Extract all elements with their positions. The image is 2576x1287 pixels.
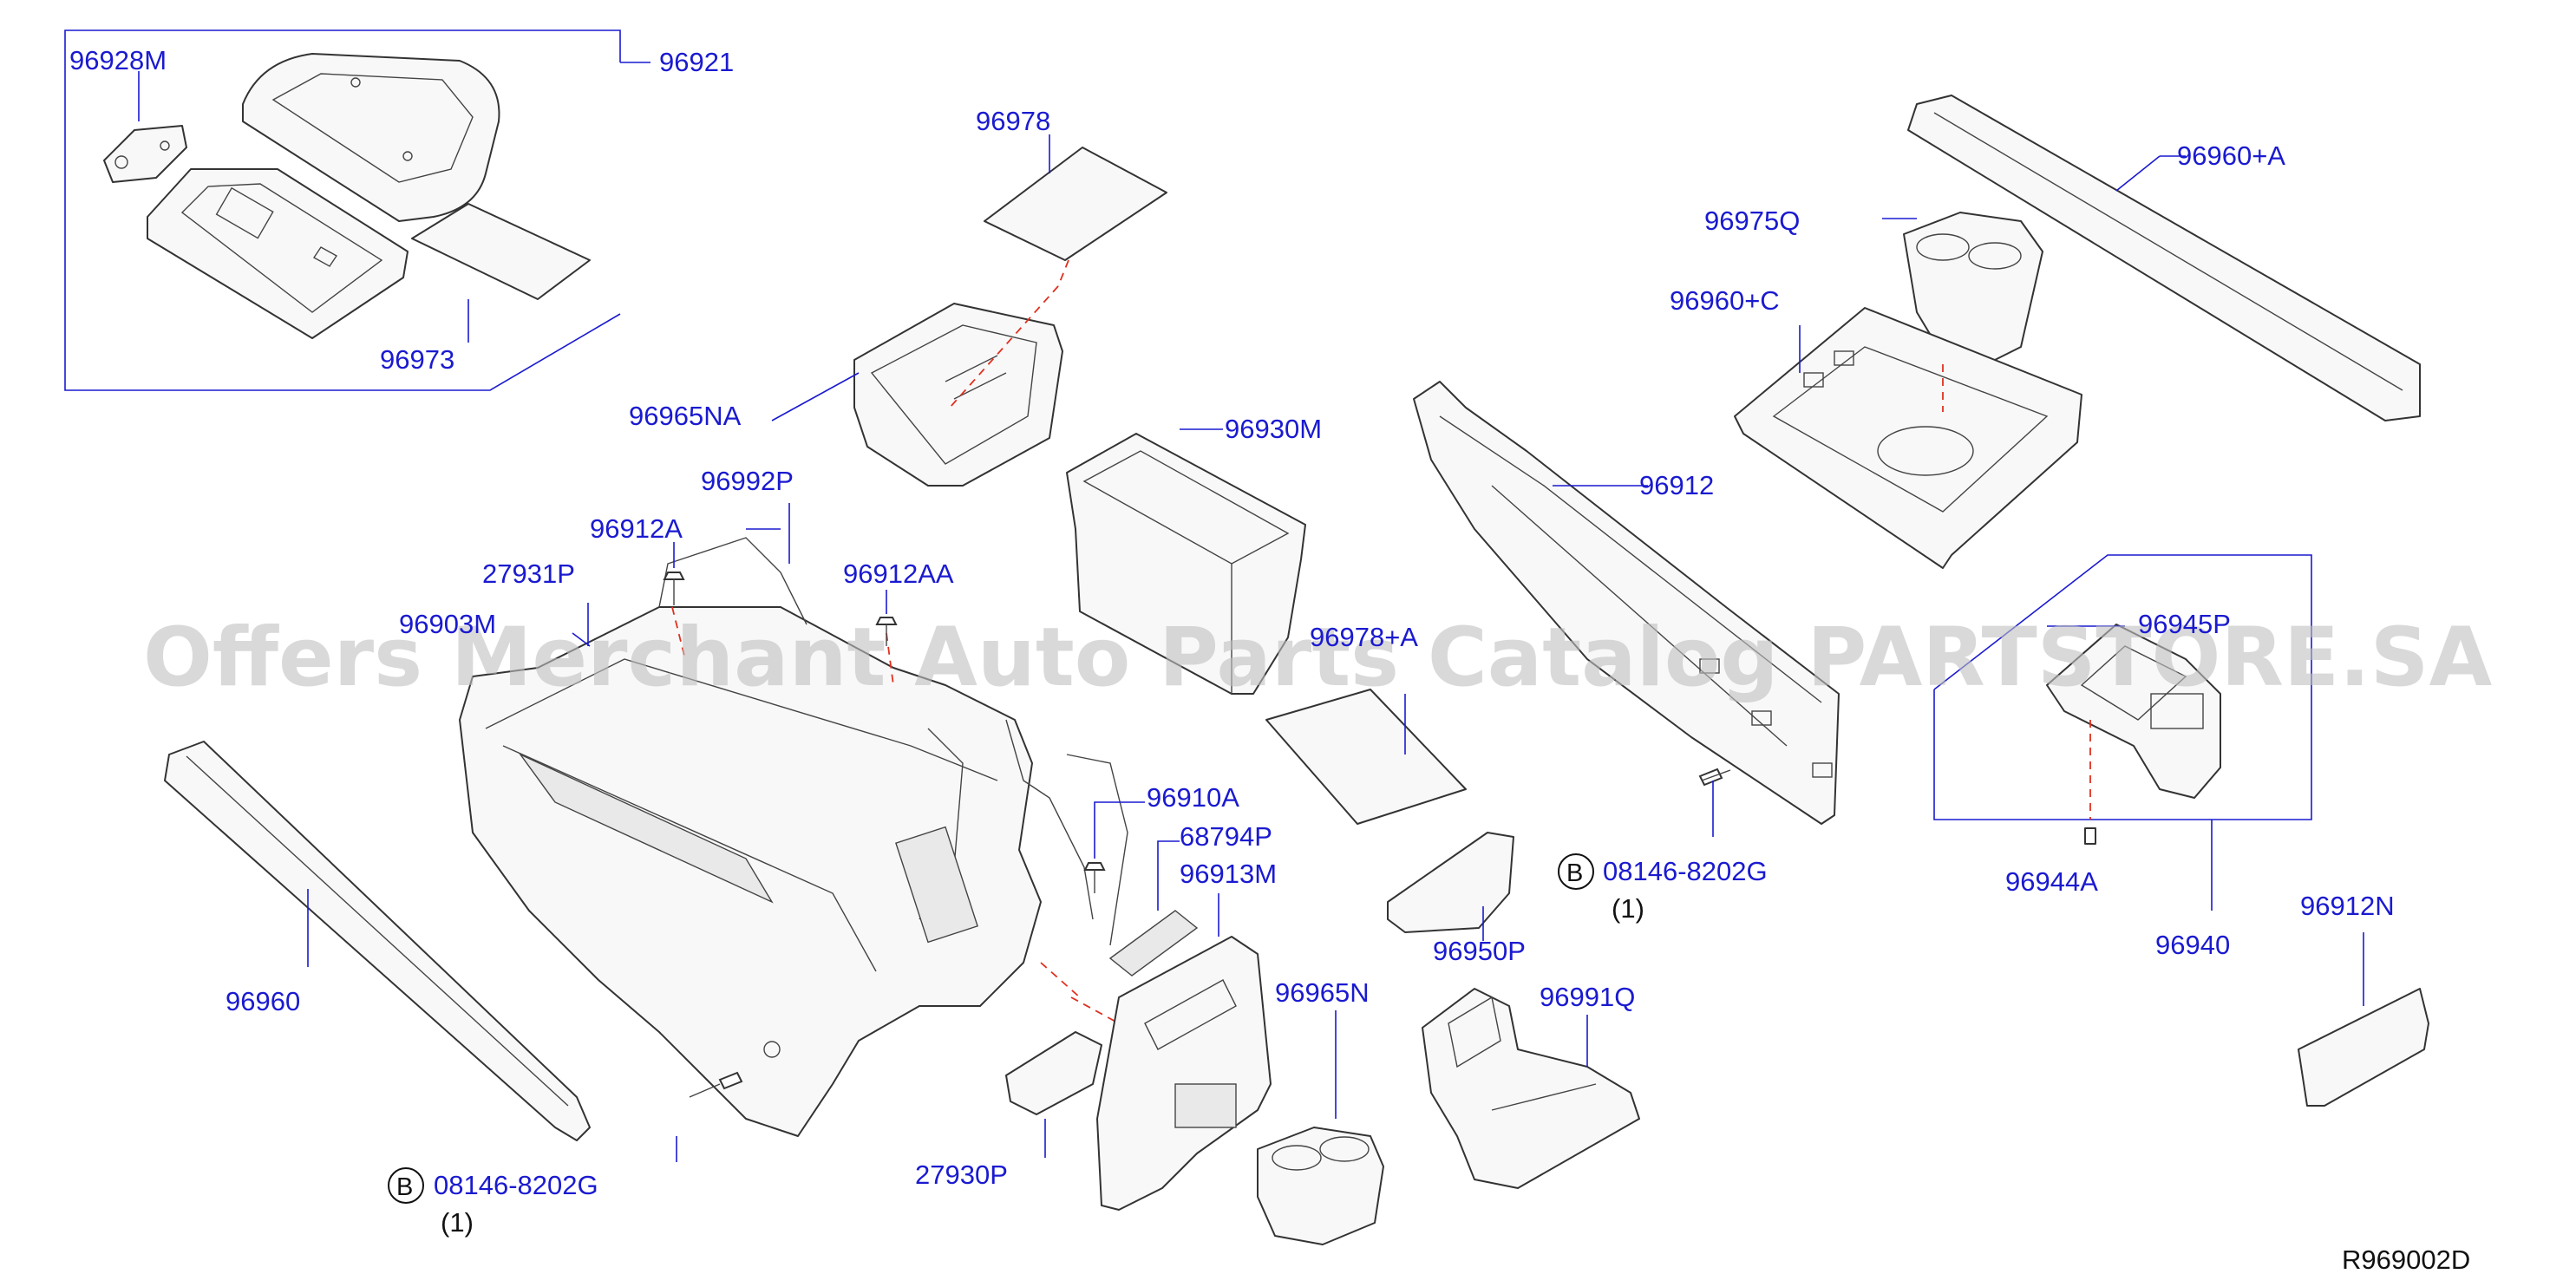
label-96912A[interactable]: 96912A <box>590 513 683 544</box>
armrest-lid[interactable] <box>242 53 500 222</box>
armrest-base[interactable] <box>147 168 409 339</box>
armrest-pad[interactable] <box>411 203 591 300</box>
label-96960[interactable]: 96960 <box>226 986 300 1016</box>
label-96965NA[interactable]: 96965NA <box>629 401 742 431</box>
label-96930M[interactable]: 96930M <box>1225 414 1322 444</box>
label-96960C[interactable]: 96960+C <box>1670 285 1780 316</box>
cup-holder-96965N[interactable] <box>1257 1127 1384 1245</box>
armrest-group <box>64 29 651 391</box>
pad-96950P[interactable] <box>1387 832 1514 933</box>
shifter-callout-box <box>1933 554 2312 820</box>
front-panel-96913M[interactable] <box>1096 936 1272 1211</box>
console-side-panel <box>518 753 774 904</box>
leader-96965NA <box>771 372 860 421</box>
label-96912AA[interactable]: 96912AA <box>843 559 954 589</box>
leader-96903M <box>572 632 591 647</box>
armrest-callout-box <box>64 29 621 391</box>
cup-holder-96975Q[interactable] <box>1903 212 2043 365</box>
shift-bezel-96945P[interactable] <box>2046 624 2221 799</box>
label-bolt-left[interactable]: 08146-8202G <box>434 1170 598 1200</box>
label-96975Q[interactable]: 96975Q <box>1704 206 1800 236</box>
storage-bin-96930M[interactable] <box>1066 433 1306 695</box>
label-68794P[interactable]: 68794P <box>1180 821 1272 852</box>
label-96992P[interactable]: 96992P <box>701 466 794 496</box>
label-96960A[interactable]: 96960+A <box>2177 140 2285 171</box>
bolt-symbol-left-letter: B <box>396 1173 413 1201</box>
side-panel-96912[interactable] <box>1413 381 1840 825</box>
label-96991Q[interactable]: 96991Q <box>1540 982 1635 1012</box>
bolt-lower-left[interactable] <box>689 1071 743 1098</box>
label-96903M[interactable]: 96903M <box>399 609 496 639</box>
label-96913M[interactable]: 96913M <box>1180 859 1277 889</box>
label-96945P[interactable]: 96945P <box>2138 609 2231 639</box>
bolt-96910A[interactable] <box>1083 862 1106 893</box>
label-27931P[interactable]: 27931P <box>482 559 575 589</box>
storage-bin-96965NA[interactable] <box>853 303 1063 487</box>
label-96928M[interactable]: 96928M <box>69 45 167 75</box>
finisher-96960C[interactable] <box>1734 307 2082 569</box>
label-bolt-right[interactable]: 08146-8202G <box>1603 856 1768 886</box>
qty-bolt-left: (1) <box>441 1207 474 1238</box>
trim-strip-96960[interactable] <box>164 741 591 1141</box>
bracket-27930P[interactable] <box>1005 1031 1102 1115</box>
label-96912[interactable]: 96912 <box>1639 470 1714 500</box>
storage-bin-group <box>771 134 1167 487</box>
label-96944A[interactable]: 96944A <box>2005 866 2098 897</box>
side-panel-96912-group <box>1413 381 1840 825</box>
watermark: Offers Merchant Auto Parts Catalog PARTS… <box>143 611 2492 705</box>
insulator-sheet-96978[interactable] <box>984 147 1167 261</box>
label-96950P[interactable]: 96950P <box>1433 936 1526 966</box>
armrest-hinge[interactable] <box>103 125 187 183</box>
bolt-right[interactable] <box>1698 768 1731 787</box>
label-96965N[interactable]: 96965N <box>1275 977 1370 1008</box>
clip-96944A[interactable] <box>2084 827 2096 845</box>
label-96978A[interactable]: 96978+A <box>1310 622 1418 652</box>
leader-96910A <box>1094 801 1145 859</box>
trim-strip-96960-group <box>164 741 591 1141</box>
bracket-96991Q[interactable] <box>1422 988 1640 1189</box>
bin-96930M-group <box>1066 428 1306 695</box>
diagram-code: R969002D <box>2342 1245 2470 1275</box>
bolt-96912AA[interactable] <box>875 617 898 646</box>
grille-68794P[interactable] <box>1108 910 1199 977</box>
label-96940[interactable]: 96940 <box>2155 930 2230 960</box>
leader-68794P <box>1157 840 1180 911</box>
label-27930P[interactable]: 27930P <box>915 1160 1008 1190</box>
bolt-symbol-left <box>388 1167 424 1204</box>
trim-strip-96960A[interactable] <box>1907 95 2421 421</box>
mat-96978A[interactable] <box>1265 689 1467 825</box>
qty-bolt-right: (1) <box>1612 893 1644 924</box>
panel-96912N[interactable] <box>2298 988 2429 1107</box>
bolt-symbol-right-letter: B <box>1566 859 1583 887</box>
label-96921[interactable]: 96921 <box>659 47 734 77</box>
console-body-group <box>459 503 1128 1137</box>
bolt-96912A[interactable] <box>663 572 685 605</box>
bolt-symbol-right <box>1558 853 1594 890</box>
label-96973[interactable]: 96973 <box>380 344 454 375</box>
label-96910A[interactable]: 96910A <box>1147 782 1239 813</box>
leader-96960A <box>2115 155 2161 192</box>
label-96978[interactable]: 96978 <box>976 106 1050 136</box>
label-96912N[interactable]: 96912N <box>2300 891 2395 921</box>
